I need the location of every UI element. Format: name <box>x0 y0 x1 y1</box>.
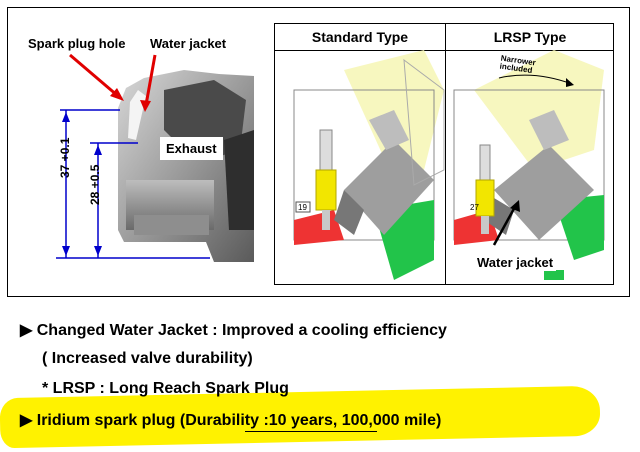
left-arrows <box>56 53 210 259</box>
bullet-valve-durability: ( Increased valve durability) <box>42 350 253 367</box>
lrsp-type-header: LRSP Type <box>493 29 567 45</box>
underline-durability <box>245 431 377 432</box>
spark-plug-hole-label: Spark plug hole <box>28 36 126 51</box>
exhaust-label: Exhaust <box>160 137 223 160</box>
dimension-inner-label: 28 +0.5 <box>88 164 102 205</box>
table-column-divider <box>445 24 446 284</box>
standard-plug-illustration <box>293 50 445 280</box>
lrsp-number-label: 27 <box>470 203 479 212</box>
water-jacket-label: Water jacket <box>150 36 227 51</box>
bullet-iridium-plug: ▶ Iridium spark plug (Durability :10 yea… <box>20 412 442 429</box>
dimension-outer-label: 37 +0.1 <box>58 137 72 178</box>
bullet-lrsp-definition: * LRSP : Long Reach Spark Plug <box>42 380 289 397</box>
lrsp-plug-illustration <box>453 50 605 280</box>
bullet-water-jacket: ▶ Changed Water Jacket : Improved a cool… <box>20 322 447 339</box>
water-jacket-callout: Water jacket <box>474 254 557 271</box>
standard-type-header: Standard Type <box>311 29 409 45</box>
standard-number-label: 19 <box>298 203 307 212</box>
table-header-divider <box>275 50 613 51</box>
plug-comparison-diagram: 19 27 <box>293 50 605 280</box>
